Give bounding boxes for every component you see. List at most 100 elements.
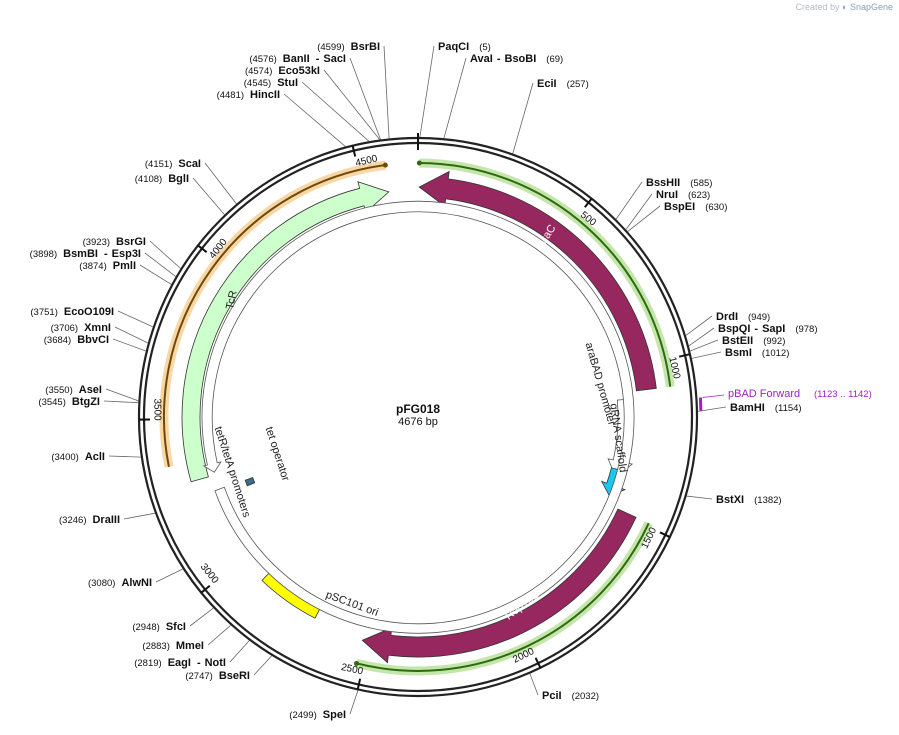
snapgene-logo-icon: ◐ <box>842 2 848 12</box>
enzyme-site-bsrbi[interactable]: (4599)BsrBI <box>317 41 390 139</box>
enzyme-position: (257) <box>567 79 589 90</box>
primer-pbad-forward[interactable]: pBAD Forward(1123 .. 1142) <box>698 388 872 411</box>
enzyme-label: (2747) BseRI <box>185 670 250 682</box>
enzyme-site-bbvci[interactable]: (3684)BbvCI <box>44 334 147 352</box>
enzyme-site-bsteii[interactable]: BstEII(992) <box>689 335 785 352</box>
enzyme-site-draiii[interactable]: (3246)DraIII <box>59 512 156 526</box>
enzyme-site-bsmbi[interactable]: (3898)BsmBI-Esp3I <box>30 248 177 277</box>
enzyme-name: PaqCI <box>438 41 469 53</box>
enzyme-site-mmei[interactable]: (2883)MmeI <box>142 624 232 652</box>
enzyme-label: (2819)EagI-NotI <box>134 657 226 669</box>
enzyme-label: (3080)AlwNI <box>88 577 152 589</box>
enzyme-site-pcii[interactable]: PciI(2032) <box>529 673 599 702</box>
enzyme-leader-line <box>443 57 467 139</box>
tick-mark <box>678 353 691 358</box>
enzyme-site-ecoo109i[interactable]: (3751)EcoO109I <box>30 306 154 328</box>
feature-shape <box>418 170 657 392</box>
enzyme-name: BseRI <box>219 670 250 682</box>
enzyme-label: BsmI(1012) <box>725 347 789 359</box>
primer-name: pBAD Forward <box>728 388 800 400</box>
enzyme-site-bamhi[interactable]: BamHI(1154) <box>697 402 802 414</box>
enzyme-name: BstEII <box>722 335 753 347</box>
enzyme-position: (2032) <box>572 691 599 702</box>
enzyme-site-alwni[interactable]: (3080)AlwNI <box>88 568 184 589</box>
enzyme-site-btgzi[interactable]: (3545)BtgZI <box>38 396 139 408</box>
feature-tcr[interactable] <box>181 181 390 483</box>
enzyme-position: (2747) <box>185 671 212 682</box>
enzyme-site-bsshii[interactable]: BssHII(585) <box>615 177 712 220</box>
enzyme-site-acli[interactable]: (3400)AclI <box>51 451 141 463</box>
plasmid-length: 4676 bp <box>398 416 438 428</box>
enzyme-leader-line <box>615 181 643 220</box>
enzyme-site-bsmi[interactable]: BsmI(1012) <box>691 347 790 359</box>
tick-mark <box>534 657 542 669</box>
feature-psc101-ori[interactable] <box>261 568 323 619</box>
enzyme-leader-line <box>419 45 435 138</box>
primer-leader-line <box>702 394 725 398</box>
enzyme-label: (4545)StuI <box>244 77 298 89</box>
enzyme-site-scai[interactable]: (4151)ScaI <box>145 158 237 205</box>
enzyme-name: BsrBI <box>351 41 380 53</box>
enzyme-site-nrui[interactable]: NruI(623) <box>625 189 710 230</box>
enzyme-position: (630) <box>705 202 727 213</box>
feature-shape <box>361 508 637 664</box>
enzyme-site-bseri[interactable]: (2747) BseRI <box>185 655 273 682</box>
enzyme-site-spei[interactable]: (2499)SpeI <box>289 690 359 721</box>
enzyme-label: BstEII(992) <box>722 335 785 347</box>
enzyme-site-banii[interactable]: (4576)BanII-SacI <box>249 53 381 140</box>
enzyme-site-bspei[interactable]: BspEI(630) <box>627 201 728 232</box>
enzyme-name: HincII <box>250 89 280 101</box>
enzyme-leader-line <box>691 351 722 359</box>
enzyme-site-asei[interactable]: (3550)AseI <box>45 384 139 402</box>
enzyme-site-avai[interactable]: AvaI-BsoBI(69) <box>443 53 563 139</box>
enzyme-label: NruI(623) <box>656 189 710 201</box>
enzyme-site-ecii[interactable]: EciI(257) <box>512 78 589 154</box>
enzyme-site-drdi[interactable]: DrdI(949) <box>685 311 770 336</box>
enzyme-site-stui[interactable]: (4545)StuI <box>244 77 370 142</box>
enzyme-site-xmni[interactable]: (3706)XmnI <box>51 322 149 344</box>
enzyme-position: (1012) <box>762 348 789 359</box>
enzyme-leader-line <box>112 338 147 352</box>
enzyme-separator: - <box>316 53 320 65</box>
enzyme-leader-line <box>108 455 141 458</box>
enzyme-name: NruI <box>656 189 678 201</box>
enzyme-label: (4108)BglI <box>135 173 189 185</box>
arac-orf-band-arrow-icon <box>416 160 422 166</box>
enzyme-site-eco53ki[interactable]: (4574)Eco53kI <box>245 65 381 140</box>
enzyme-site-hincii[interactable]: (4481) HincII <box>217 89 346 147</box>
enzyme-leader-line <box>529 673 539 696</box>
feature-label-tcr: TcR <box>224 289 240 310</box>
enzyme-position: (3400) <box>51 452 78 463</box>
enzyme-site-bspqi[interactable]: BspQI-SapI(978) <box>688 323 818 347</box>
enzyme-label: (3923)BsrGI <box>83 236 146 248</box>
enzyme-position: (69) <box>546 54 563 65</box>
feature-tetr-teta-promoters[interactable] <box>201 200 635 634</box>
enzyme-site-bsrgi[interactable]: (3923)BsrGI <box>83 236 181 269</box>
enzyme-label: DrdI(949) <box>716 311 770 323</box>
enzyme-label: PciI(2032) <box>542 690 599 702</box>
enzyme-position: (978) <box>795 324 817 335</box>
enzyme-position: (4481) <box>217 90 244 101</box>
enzyme-name: AseI <box>79 384 102 396</box>
feature-label-tetr-teta-promoters: tetR/tetA promoters <box>212 425 253 519</box>
enzyme-position: (3246) <box>59 515 86 526</box>
enzyme-name: BssHII <box>646 177 680 189</box>
feature-rep101[interactable] <box>361 508 637 664</box>
feature-arac[interactable] <box>418 170 657 392</box>
enzyme-position: (2948) <box>132 622 159 633</box>
enzyme-position: (3684) <box>44 335 71 346</box>
enzyme-site-pmli[interactable]: (3874)PmlI <box>79 260 172 285</box>
enzyme-site-eagi[interactable]: (2819)EagI-NotI <box>134 640 250 669</box>
enzyme-leader-line <box>688 327 715 347</box>
enzyme-site-paqci[interactable]: PaqCI(5) <box>419 41 491 138</box>
feature-tet-operator[interactable] <box>244 476 256 487</box>
enzyme-site-bgli[interactable]: (4108)BglI <box>135 173 225 215</box>
enzyme-name: BamHI <box>730 402 765 414</box>
enzyme-label: (3751)EcoO109I <box>30 306 114 318</box>
enzyme-label: BstXI(1382) <box>716 494 782 506</box>
enzyme-name: Eco53kI <box>278 65 320 77</box>
enzyme-name: MmeI <box>176 640 204 652</box>
enzyme-site-bstxi[interactable]: BstXI(1382) <box>686 494 782 506</box>
enzyme-site-sfci[interactable]: (2948)SfcI <box>132 607 214 633</box>
